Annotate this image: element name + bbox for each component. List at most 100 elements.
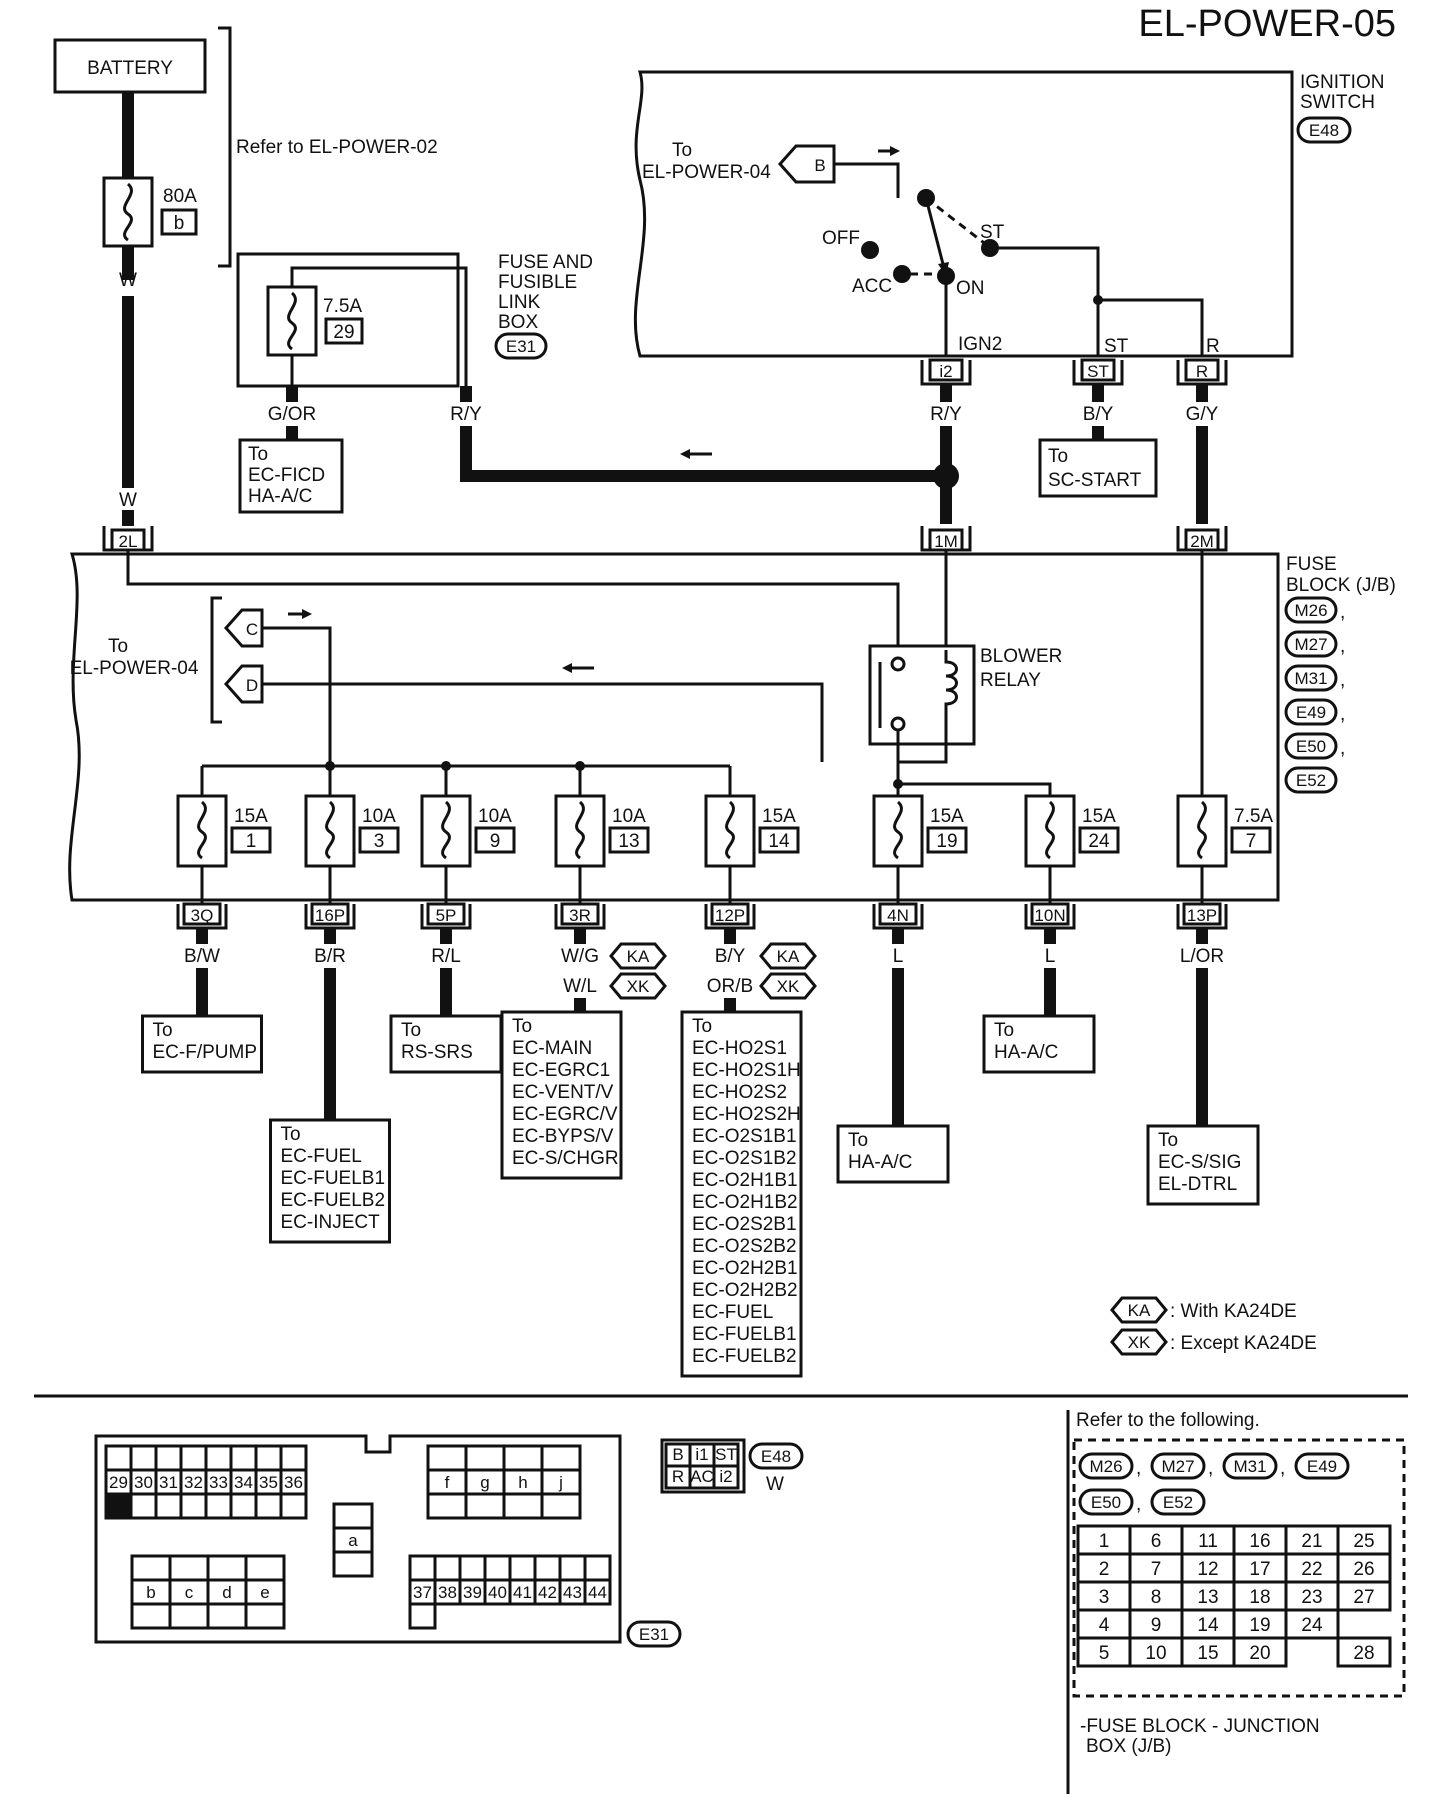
fuse-block-codes: M26,M27,M31,E49,E50,E52 — [1284, 596, 1345, 794]
refer-panel: Refer to the following.M26,M27,M31,E49E5… — [1072, 1410, 1406, 1757]
fuse-1-amp: 15A — [234, 806, 268, 827]
fuse-link-box-title-3: LINK — [498, 292, 541, 313]
fuse-1-conn-box — [182, 902, 222, 926]
fuse-29-feed — [290, 266, 468, 386]
fuse-80a-element — [123, 182, 133, 242]
e31-blank-cell — [104, 1444, 133, 1472]
dest-sc-start-box — [1038, 438, 1158, 498]
fuse-19-id-box — [926, 826, 968, 854]
fuse-14-dest-line: EC-HO2S1 — [692, 1038, 787, 1059]
refer-bracket — [218, 26, 232, 268]
dest-sc-start-2: SC-START — [1048, 470, 1142, 491]
fb-code-e49-text: E49 — [1296, 703, 1326, 722]
fuse-14-id: 14 — [768, 831, 790, 852]
refer-code-e52-badge — [1150, 1488, 1206, 1516]
wire-c-feed — [262, 626, 332, 766]
wire-b-feed — [834, 162, 900, 198]
refer-grid-label: 2 — [1099, 1559, 1110, 1580]
e31-blank-cell — [408, 1554, 437, 1582]
refer-code-e52-text: E52 — [1163, 1493, 1193, 1512]
refer-grid-label: 22 — [1301, 1559, 1322, 1580]
ign-to-line-1: To — [672, 140, 692, 161]
refer-grid-label: 23 — [1301, 1587, 1322, 1608]
pos-on-dot — [937, 267, 955, 285]
fuse-13-wire2-label: W/L — [563, 976, 597, 997]
e31-bottom-right-cell — [583, 1578, 612, 1606]
conn-st-label: ST — [1087, 362, 1109, 381]
fuse-7-dest-line: EL-DTRL — [1158, 1174, 1237, 1195]
fuse-3-element — [325, 800, 335, 860]
fuse-block-outline — [68, 552, 1280, 902]
refer-caption-1: -FUSE BLOCK - JUNCTION — [1080, 1716, 1320, 1737]
fuse-24-id: 24 — [1088, 831, 1110, 852]
fuse-1-dest-line: EC-F/PUMP — [153, 1042, 258, 1063]
refer-code-m31-text: M31 — [1233, 1457, 1266, 1476]
fuse-link-box-title-2: FUSIBLE — [498, 272, 577, 293]
e31-blank-cell — [426, 1444, 468, 1472]
refer-grid-label: 15 — [1197, 1643, 1218, 1664]
e31-blank-cell — [206, 1602, 248, 1630]
fuse-13-dest-line: EC-VENT/V — [512, 1082, 614, 1103]
connector-arrow-c-label: C — [246, 620, 258, 639]
refer-code-e50-badge — [1078, 1488, 1134, 1516]
wire-w-label-bottom: W — [119, 490, 137, 511]
e31-bottom-right-cell-label: 39 — [463, 1583, 482, 1602]
refer-grid-label: 18 — [1249, 1587, 1270, 1608]
fuse-80a-id: b — [174, 213, 185, 234]
e31-top-right-cell-label: g — [480, 1473, 489, 1492]
e48-row2-cell — [712, 1464, 740, 1490]
refer-grid-cell — [1336, 1636, 1392, 1668]
e31-bottom-right-cell-label: 40 — [488, 1583, 507, 1602]
e31-blank-cell — [279, 1492, 308, 1520]
refer-grid-label: 12 — [1197, 1559, 1218, 1580]
e31-blank-cell — [583, 1554, 612, 1582]
conn-i2-box — [928, 358, 964, 382]
fb-code-sep: , — [1340, 704, 1345, 725]
fuse-row: 15A13QB/WToEC-F/PUMP10A316PB/RToEC-FUELE… — [141, 761, 1273, 1378]
e31-top-left-cell — [154, 1468, 183, 1496]
e31-blank-cell — [458, 1554, 487, 1582]
e31-blank-cell — [130, 1554, 172, 1582]
fuse-13-conn-box — [560, 902, 600, 926]
pos-off-label: OFF — [822, 228, 860, 249]
dest-ec-ficd-3: HA-A/C — [248, 486, 312, 507]
fb-code-m31-text: M31 — [1294, 669, 1327, 688]
e31-blank-cell — [332, 1550, 374, 1578]
fuse-3-dest-line: EC-FUELB1 — [281, 1168, 386, 1189]
fuse-29-body — [266, 285, 318, 357]
ignition-switch-outline — [633, 70, 1294, 358]
fuse-7-id: 7 — [1246, 831, 1257, 852]
fuse-7-dest-line: To — [1158, 1130, 1178, 1151]
fuse-13-id: 13 — [618, 831, 639, 852]
fuse-14-dest-line: EC-FUELB2 — [692, 1346, 797, 1367]
conn-r-label: R — [1196, 362, 1208, 381]
e31-blank-cell — [179, 1444, 208, 1472]
fuse-13-ka-tag-text: KA — [627, 947, 650, 966]
refer-grid-cell — [1284, 1552, 1340, 1584]
e31-top-left-cell-label: 29 — [109, 1473, 128, 1492]
wire-r-internal — [1098, 298, 1204, 356]
wire-coil-out — [898, 740, 948, 764]
conn-2l-label: 2L — [119, 532, 138, 551]
e31-blank-cell — [408, 1602, 437, 1630]
e31-blank-cell — [254, 1444, 283, 1472]
refer-code-sep: , — [1280, 1458, 1285, 1479]
refer-grid-cell — [1284, 1524, 1340, 1556]
e31-blank-cell — [206, 1554, 248, 1582]
fuse-9-conn-box — [426, 902, 466, 926]
fuse-14-dest-box — [680, 1010, 803, 1378]
fuse-14-dest-line: EC-O2H2B1 — [692, 1258, 798, 1279]
refer-code-m26-badge — [1078, 1452, 1134, 1480]
dest-ec-ficd-box — [238, 438, 344, 514]
pos-acc-label: ACC — [852, 276, 892, 297]
connector-arrow-d-label: D — [246, 676, 258, 695]
fuse-19-dest-line: To — [848, 1130, 868, 1151]
refer-grid-label: 5 — [1099, 1643, 1110, 1664]
wire-ry-label-left: R/Y — [450, 404, 482, 425]
e31-blank-cell — [129, 1444, 158, 1472]
fuse-1-wire-label: B/W — [184, 946, 220, 967]
fuse-1-dest-line: To — [153, 1020, 173, 1041]
wire-st-internal — [998, 246, 1100, 356]
fuse-24-dest-box — [982, 1014, 1096, 1074]
